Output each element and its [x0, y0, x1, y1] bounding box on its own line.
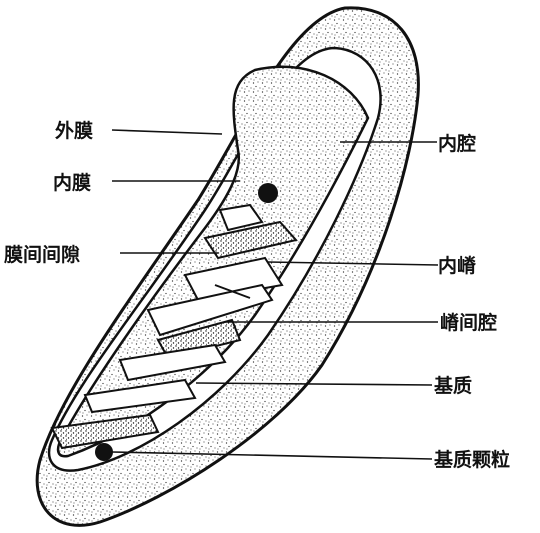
leader-matrix-granule — [111, 451, 433, 460]
label-cristae: 内嵴 — [438, 254, 477, 277]
crista-6 — [118, 343, 227, 382]
leader-cristae — [267, 261, 439, 266]
label-intermembrane-space: 膜间间隙 — [3, 243, 80, 266]
label-intercristal-space: 嵴间腔 — [440, 311, 497, 334]
leader-lines — [111, 129, 439, 460]
crista-7 — [83, 378, 197, 414]
label-inner-membrane: 内膜 — [53, 171, 91, 194]
label-matrix-granule: 基质颗粒 — [433, 448, 510, 471]
crista-2 — [203, 220, 298, 260]
leader-outer-membrane — [111, 129, 223, 135]
crista-1 — [218, 203, 264, 232]
crista-8 — [50, 413, 160, 450]
crista-4 — [146, 283, 274, 337]
matrix-granule-upper — [258, 183, 278, 203]
label-outer-membrane: 外膜 — [55, 119, 93, 142]
leader-matrix — [195, 382, 433, 386]
crista-3 — [183, 256, 284, 302]
label-matrix: 基质 — [433, 374, 472, 397]
crista-inner-line — [214, 284, 251, 299]
cristae-group — [50, 203, 298, 450]
matrix-granule-lower — [95, 443, 113, 461]
label-inner-cavity: 内腔 — [438, 132, 476, 155]
